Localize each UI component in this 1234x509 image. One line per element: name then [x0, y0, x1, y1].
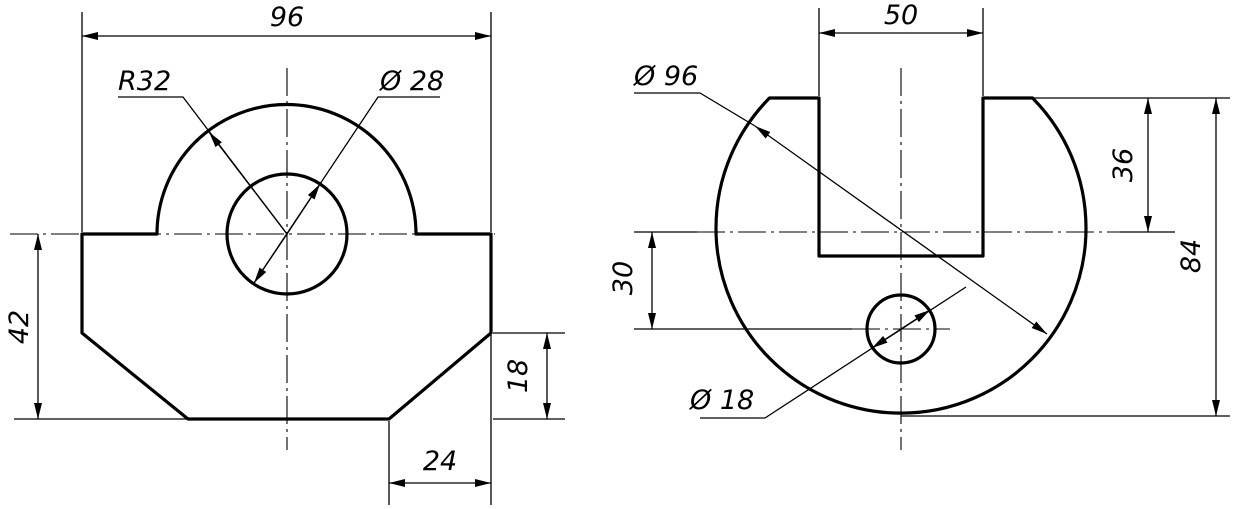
side-hole-arrow-b — [900, 309, 931, 330]
front-radius-leader — [118, 96, 288, 235]
front-radius-dimension: R32 — [118, 66, 171, 97]
front-outline — [80, 102, 493, 421]
side-diameter-line — [754, 125, 1048, 335]
front-view: 96 R32 Ø 28 42 18 24 — [4, 2, 565, 505]
front-hole-arrow-a — [286, 183, 321, 235]
side-view: 50 Ø 96 36 84 30 Ø 18 — [608, 0, 1230, 450]
front-hole-dimension: Ø 28 — [379, 66, 444, 97]
side-hole-dimension: Ø 18 — [689, 385, 754, 416]
front-chamfer-width-dimension: 24 — [423, 446, 457, 477]
side-total-height-dimension: 84 — [1176, 239, 1207, 273]
front-hole-leader — [253, 96, 440, 284]
side-diameter-dimension: Ø 96 — [633, 61, 698, 92]
front-hole-arrow-b — [253, 233, 288, 284]
side-slot-depth-dimension: 36 — [1108, 148, 1139, 182]
side-diameter-leader — [634, 92, 756, 127]
front-bore-circle — [225, 172, 349, 296]
front-width-dimension: 96 — [270, 2, 304, 33]
side-slot-width-dimension: 50 — [884, 0, 918, 31]
front-chamfer-height-dimension: 18 — [503, 359, 534, 393]
front-height-dimension: 42 — [4, 310, 35, 344]
side-hole-arrow-a — [871, 328, 902, 349]
front-radius-arrow — [208, 131, 288, 235]
side-hole-offset-dimension: 30 — [608, 261, 639, 295]
side-outline — [714, 96, 1088, 415]
